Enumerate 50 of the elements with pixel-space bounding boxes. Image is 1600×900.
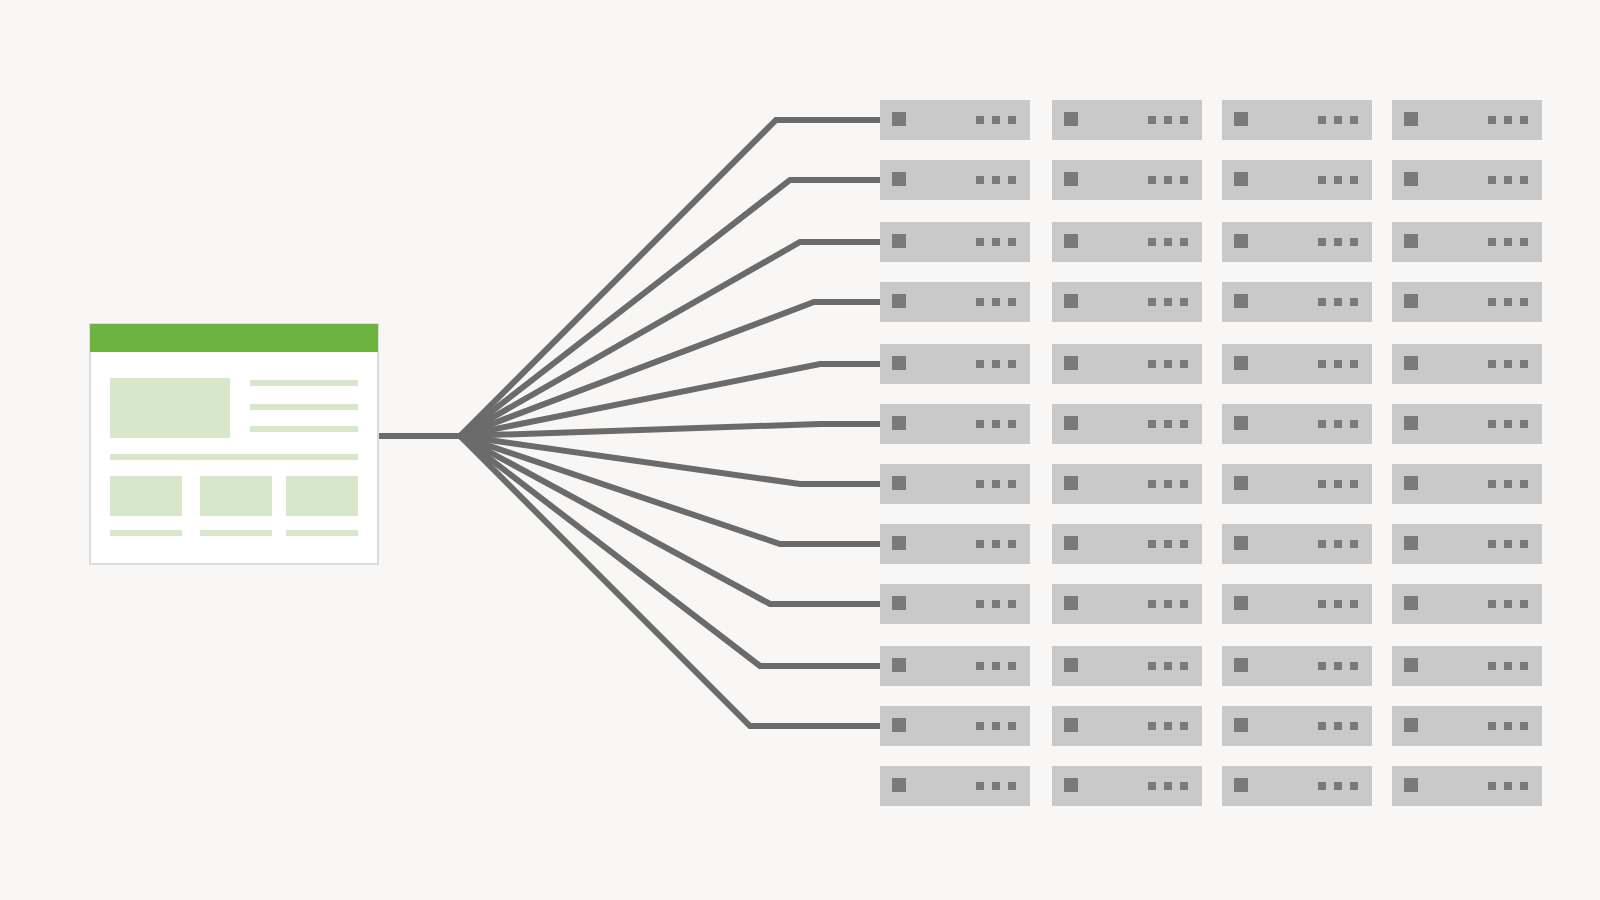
server-unit bbox=[1052, 524, 1202, 564]
server-unit bbox=[880, 100, 1030, 140]
server-unit bbox=[1052, 282, 1202, 322]
server-unit bbox=[1392, 706, 1542, 746]
server-unit bbox=[1052, 344, 1202, 384]
server-unit bbox=[1222, 646, 1372, 686]
server-unit bbox=[1392, 344, 1542, 384]
server-unit bbox=[1052, 160, 1202, 200]
server-unit bbox=[1052, 100, 1202, 140]
server-unit bbox=[1392, 404, 1542, 444]
server-unit bbox=[880, 464, 1030, 504]
server-unit bbox=[1392, 222, 1542, 262]
server-unit bbox=[1052, 646, 1202, 686]
server-unit bbox=[880, 706, 1030, 746]
server-unit bbox=[880, 344, 1030, 384]
server-unit bbox=[1392, 524, 1542, 564]
server-unit bbox=[880, 646, 1030, 686]
server-unit bbox=[880, 404, 1030, 444]
server-unit bbox=[1392, 160, 1542, 200]
connector-line bbox=[378, 433, 880, 729]
server-unit bbox=[1052, 706, 1202, 746]
server-unit bbox=[1052, 766, 1202, 806]
server-unit bbox=[1222, 766, 1372, 806]
server-unit bbox=[1392, 100, 1542, 140]
server-unit bbox=[1222, 282, 1372, 322]
webpage-drawing bbox=[89, 323, 379, 565]
server-unit bbox=[1222, 160, 1372, 200]
server-unit bbox=[880, 766, 1030, 806]
server-unit bbox=[1222, 222, 1372, 262]
server-unit bbox=[1222, 524, 1372, 564]
server-unit bbox=[1052, 584, 1202, 624]
server-unit bbox=[1392, 766, 1542, 806]
server-unit bbox=[1052, 464, 1202, 504]
server-unit bbox=[1222, 706, 1372, 746]
server-unit bbox=[1392, 584, 1542, 624]
server-unit bbox=[880, 160, 1030, 200]
server-unit bbox=[1392, 282, 1542, 322]
server-unit bbox=[880, 584, 1030, 624]
server-unit bbox=[880, 282, 1030, 322]
server-unit bbox=[1222, 404, 1372, 444]
server-unit bbox=[1052, 222, 1202, 262]
server-unit bbox=[1392, 464, 1542, 504]
server-unit bbox=[880, 524, 1030, 564]
server-unit bbox=[1392, 646, 1542, 686]
server-unit bbox=[1222, 344, 1372, 384]
server-unit bbox=[880, 222, 1030, 262]
server-unit bbox=[1222, 100, 1372, 140]
server-unit bbox=[1052, 404, 1202, 444]
server-unit bbox=[1222, 464, 1372, 504]
server-unit bbox=[1222, 584, 1372, 624]
